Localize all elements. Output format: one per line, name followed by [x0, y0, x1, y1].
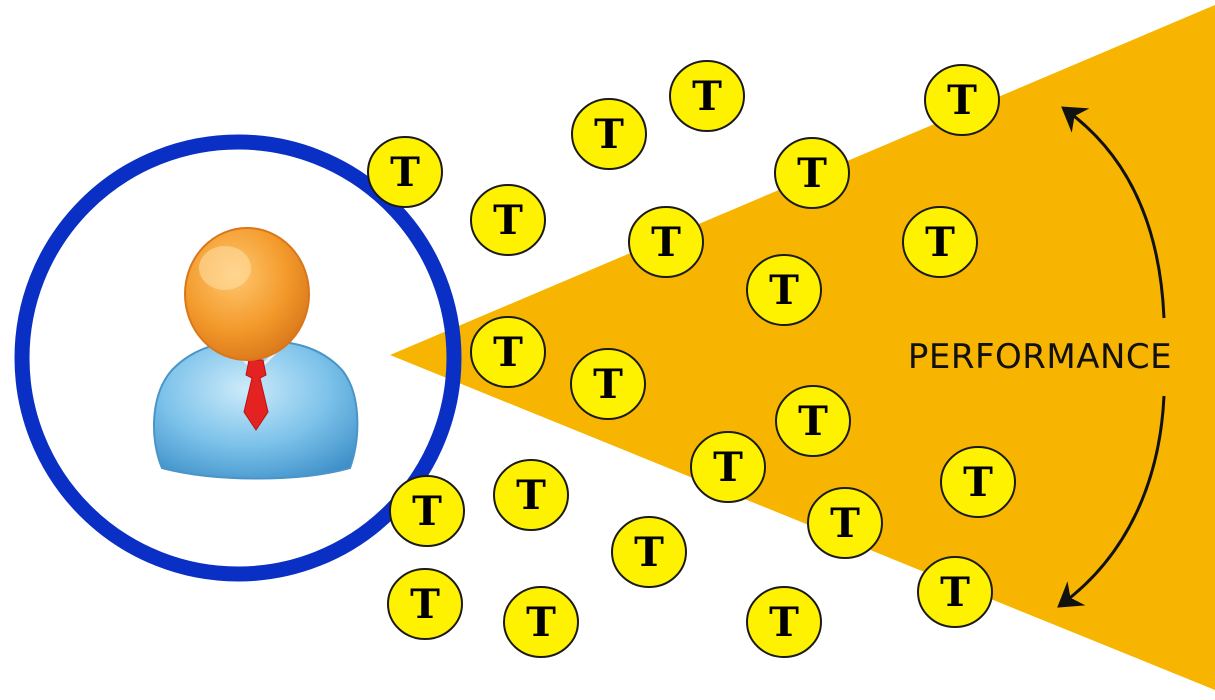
token-letter: T	[651, 219, 681, 266]
token-letter: T	[493, 329, 523, 376]
token: T	[924, 64, 1000, 136]
token-circle	[902, 206, 978, 278]
token-letter: T	[925, 219, 955, 266]
token: T	[570, 348, 646, 420]
token-letter: T	[769, 267, 799, 314]
token: T	[940, 446, 1016, 518]
token: T	[746, 254, 822, 326]
token: T	[807, 487, 883, 559]
token-circle	[611, 516, 687, 588]
token: T	[690, 431, 766, 503]
token-circle	[940, 446, 1016, 518]
token: T	[571, 98, 647, 170]
token-circle	[807, 487, 883, 559]
token-letter: T	[516, 472, 546, 519]
token-circle	[470, 184, 546, 256]
token-circle	[570, 348, 646, 420]
token: T	[389, 475, 465, 547]
token-letter: T	[390, 149, 420, 196]
performance-arc-arrow-up	[1061, 106, 1166, 319]
token-circle	[503, 586, 579, 658]
token-circle	[924, 64, 1000, 136]
token-letter: T	[798, 398, 828, 445]
token-circle	[746, 586, 822, 658]
token: T	[746, 586, 822, 658]
token: T	[775, 385, 851, 457]
token-letter: T	[797, 150, 827, 197]
token-circle	[775, 385, 851, 457]
token-circle	[774, 137, 850, 209]
token-letter: T	[412, 488, 442, 535]
token: T	[669, 60, 745, 132]
token: T	[470, 184, 546, 256]
token-circle	[690, 431, 766, 503]
token-letter: T	[526, 599, 556, 646]
token-circle	[746, 254, 822, 326]
token: T	[774, 137, 850, 209]
token: T	[470, 316, 546, 388]
token-letter: T	[410, 581, 440, 628]
person-ring	[14, 134, 462, 582]
token-letter: T	[692, 73, 722, 120]
token-circle	[917, 556, 993, 628]
token-circle	[628, 206, 704, 278]
token-circle	[493, 459, 569, 531]
person-tie	[243, 359, 269, 431]
person-head	[184, 227, 310, 361]
token: T	[628, 206, 704, 278]
token-circle	[470, 316, 546, 388]
performance-cone	[390, 5, 1215, 690]
person-icon	[153, 227, 359, 480]
token-letter: T	[493, 197, 523, 244]
token-circle	[387, 568, 463, 640]
token: T	[902, 206, 978, 278]
token-letter: T	[963, 459, 993, 506]
token: T	[503, 586, 579, 658]
token-letter: T	[830, 500, 860, 547]
token-letter: T	[947, 77, 977, 124]
token-letter: T	[769, 599, 799, 646]
token-circle	[571, 98, 647, 170]
token-letter: T	[634, 529, 664, 576]
token: T	[367, 136, 443, 208]
token: T	[611, 516, 687, 588]
token-letter: T	[593, 361, 623, 408]
performance-arc-arrow-down	[1057, 395, 1166, 608]
token-letter: T	[940, 569, 970, 616]
token-letter: T	[713, 444, 743, 491]
token: T	[387, 568, 463, 640]
performance-label: PERFORMANCE	[908, 337, 1172, 377]
token-circle	[669, 60, 745, 132]
token: T	[493, 459, 569, 531]
token-circle	[389, 475, 465, 547]
person-head-highlight	[199, 246, 251, 290]
token-circle	[367, 136, 443, 208]
token-letter: T	[594, 111, 624, 158]
token: T	[917, 556, 993, 628]
